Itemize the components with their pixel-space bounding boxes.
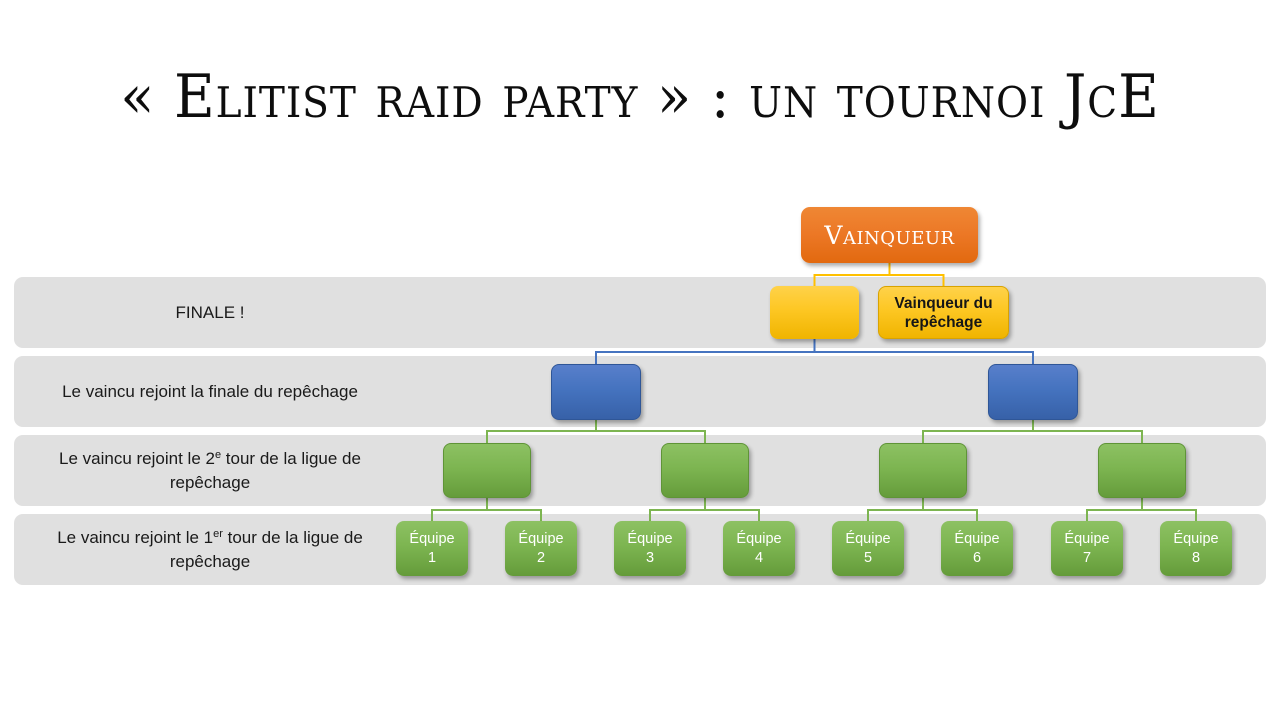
row-label-quarterfinal-sup: e (214, 448, 222, 461)
node-champion-label: Vainqueur (824, 220, 955, 250)
node-team[interactable]: Équipe 5 (832, 521, 904, 576)
node-team[interactable]: Équipe 2 (505, 521, 577, 576)
node-repechage-winner-label: Vainqueur du repêchage (894, 294, 993, 331)
node-quarterfinal-1[interactable] (443, 443, 531, 498)
row-label-final: FINALE ! (14, 301, 406, 325)
node-team[interactable]: Équipe 1 (396, 521, 468, 576)
node-team-number: 4 (754, 549, 764, 566)
row-label-quarterfinal-prefix: Le vaincu rejoint le 2 (59, 448, 215, 468)
node-quarterfinal-3[interactable] (879, 443, 967, 498)
node-team[interactable]: Équipe 3 (614, 521, 686, 576)
node-team[interactable]: Équipe 6 (941, 521, 1013, 576)
row-label-final-text: FINALE ! (175, 302, 245, 322)
node-team-number: 2 (536, 549, 546, 566)
node-team-name: Équipe (954, 530, 1000, 547)
node-champion[interactable]: Vainqueur (801, 207, 978, 263)
node-team-number: 1 (427, 549, 437, 566)
node-team-name: Équipe (1173, 530, 1219, 547)
node-team[interactable]: Équipe 7 (1051, 521, 1123, 576)
row-label-quarterfinal: Le vaincu rejoint le 2e tour de la ligue… (14, 447, 406, 495)
node-team-number: 8 (1191, 549, 1201, 566)
node-team[interactable]: Équipe 8 (1160, 521, 1232, 576)
node-team-name: Équipe (1064, 530, 1110, 547)
row-label-quarterfinal-suffix: tour de la ligue de repêchage (169, 448, 361, 492)
row-label-semifinal: Le vaincu rejoint la finale du repêchage (14, 380, 406, 404)
node-team-name: Équipe (409, 530, 455, 547)
node-team-number: 7 (1082, 549, 1092, 566)
node-quarterfinal-2[interactable] (661, 443, 749, 498)
node-team-number: 3 (645, 549, 655, 566)
node-quarterfinal-4[interactable] (1098, 443, 1186, 498)
node-team-name: Équipe (845, 530, 891, 547)
node-semifinal-left[interactable] (551, 364, 641, 420)
row-band-final: FINALE ! (14, 277, 1266, 348)
row-label-round1-suffix: tour de la ligue de repêchage (169, 527, 363, 571)
node-team-number: 6 (972, 549, 982, 566)
page-title: « Elitist raid party » : un tournoi JcE (120, 62, 1160, 132)
row-label-round1: Le vaincu rejoint le 1er tour de la ligu… (14, 526, 406, 574)
node-semifinal-right[interactable] (988, 364, 1078, 420)
node-team[interactable]: Équipe 4 (723, 521, 795, 576)
row-label-semifinal-text: Le vaincu rejoint la finale du repêchage (62, 381, 358, 401)
node-team-name: Équipe (736, 530, 782, 547)
node-team-name: Équipe (518, 530, 564, 547)
node-final-winner[interactable] (770, 286, 859, 339)
node-repechage-winner[interactable]: Vainqueur du repêchage (878, 286, 1009, 339)
node-team-name: Équipe (627, 530, 673, 547)
row-label-round1-prefix: Le vaincu rejoint le 1 (57, 527, 214, 547)
row-label-round1-sup: er (213, 527, 223, 540)
row-band-quarterfinal: Le vaincu rejoint le 2e tour de la ligue… (14, 435, 1266, 506)
node-team-number: 5 (863, 549, 873, 566)
